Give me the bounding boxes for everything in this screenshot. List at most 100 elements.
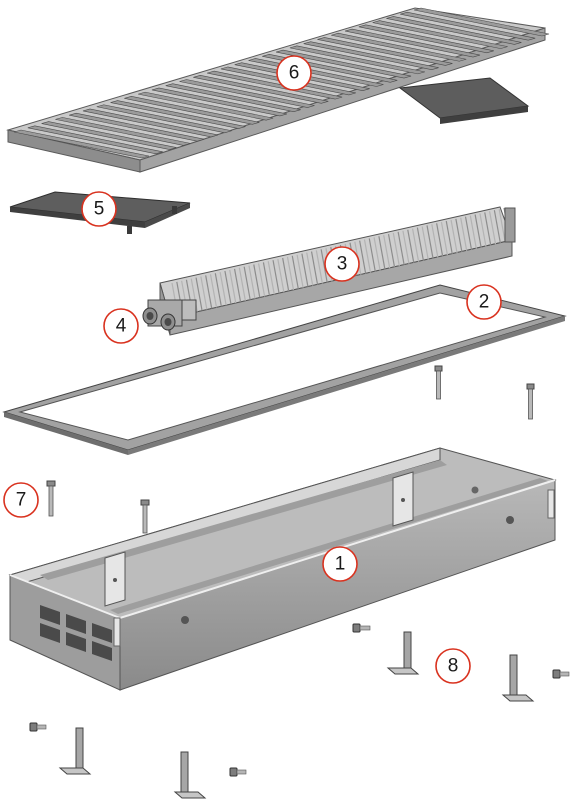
exchanger-fin xyxy=(479,213,487,247)
callout-label: 7 xyxy=(16,490,27,511)
grille-slat xyxy=(358,24,494,54)
grille-slat xyxy=(275,49,412,79)
leveling-screw xyxy=(46,480,56,517)
mounting-bracket-2 xyxy=(501,654,535,702)
exchanger-fin xyxy=(426,225,434,259)
housing-vent-cutouts xyxy=(40,605,112,661)
callout-label: 6 xyxy=(289,63,300,84)
exchanger-fin xyxy=(286,256,295,291)
callout-label: 5 xyxy=(94,199,105,220)
exchanger-fin xyxy=(200,276,208,310)
screw-upper-2 xyxy=(526,383,535,420)
exchanger-fin xyxy=(272,260,280,294)
connection-fittings xyxy=(142,299,197,331)
screw-lower-center xyxy=(140,499,150,534)
exchanger-fin xyxy=(368,238,376,272)
exchanger-fin xyxy=(306,252,314,286)
callout-heat-exchanger: 3 xyxy=(324,246,360,282)
grille-slat xyxy=(193,75,329,104)
exchanger-fin xyxy=(209,274,218,308)
callout-label: 2 xyxy=(479,292,490,313)
grille-slat xyxy=(386,16,522,45)
exchanger-fin xyxy=(310,251,319,285)
exchanger-fin xyxy=(253,264,261,298)
exchanger-fin xyxy=(267,261,275,295)
exchanger-fin xyxy=(421,226,429,260)
exchanger-fin xyxy=(469,215,477,249)
grille-slat xyxy=(344,28,481,58)
grille-slat xyxy=(151,87,288,117)
exchanger-fin xyxy=(359,240,367,274)
mounting-bracket-3 xyxy=(58,727,92,775)
exchanger-fin xyxy=(282,257,290,292)
exchanger-fin xyxy=(493,210,501,244)
grille-slat xyxy=(13,129,150,159)
grille-slat xyxy=(124,96,260,125)
callout-label: 4 xyxy=(116,316,127,337)
exchanger-fin xyxy=(296,254,304,288)
small-screw-1 xyxy=(352,623,371,633)
exchanger-fin xyxy=(262,262,271,296)
grille-slat xyxy=(303,41,439,70)
small-screw-2 xyxy=(552,669,570,679)
grille-slat xyxy=(179,79,315,108)
exchanger-fin xyxy=(392,232,400,267)
grille xyxy=(6,7,550,173)
mounting-bracket-4 xyxy=(173,751,207,799)
exchanger-fin xyxy=(373,237,381,271)
exchanger-fin xyxy=(363,239,372,273)
callout-label: 8 xyxy=(448,656,459,677)
exchanger-fin xyxy=(440,222,449,256)
exchanger-fin xyxy=(238,267,246,301)
exchanger-fin xyxy=(402,230,410,264)
grille-slat xyxy=(413,7,550,37)
exchanger-fin xyxy=(224,270,232,305)
exchanger-fin xyxy=(464,216,473,250)
grille-slat xyxy=(96,104,232,134)
grille-slat xyxy=(317,37,453,66)
grille-slat xyxy=(372,20,508,49)
exchanger-fin xyxy=(383,235,391,269)
exchanger-fin xyxy=(243,266,251,300)
exchanger-fin xyxy=(214,273,222,307)
exchanger-fin xyxy=(474,214,482,248)
mounting-bracket-1 xyxy=(386,631,420,675)
exchanger-fin xyxy=(450,219,458,254)
grille-slat xyxy=(110,100,246,129)
gasket-frame xyxy=(2,284,567,455)
exchanger-fin xyxy=(219,272,227,306)
exchanger-fin xyxy=(229,269,237,304)
exchanger-fin xyxy=(397,231,405,266)
exchanger-fin xyxy=(488,211,497,245)
exchanger-fin xyxy=(205,275,213,309)
grille-slat xyxy=(400,11,536,41)
grille-slat xyxy=(41,121,177,150)
grille-slat xyxy=(55,117,191,146)
callout-leveling-screw: 7 xyxy=(3,482,39,518)
exchanger-fin xyxy=(233,268,242,302)
exchanger-fin xyxy=(416,227,424,261)
housing xyxy=(8,447,557,691)
exchanger-fin xyxy=(431,224,439,258)
callout-gasket-frame: 2 xyxy=(466,284,502,320)
exchanger-fin xyxy=(320,249,328,283)
exchanger-fin xyxy=(484,212,492,246)
exchanger-fin xyxy=(411,228,420,262)
small-screw-4 xyxy=(229,767,247,777)
exchanger-fin xyxy=(378,236,386,270)
exchanger-fin xyxy=(277,258,285,293)
exchanger-fin xyxy=(291,255,299,289)
exchanger-fin xyxy=(301,253,309,287)
grille-slat xyxy=(165,83,301,113)
grille-slat xyxy=(331,32,467,62)
callout-grille: 6 xyxy=(276,55,312,91)
grille-slat xyxy=(138,91,274,121)
callout-housing: 1 xyxy=(322,546,358,582)
grille-slat xyxy=(82,108,219,138)
callout-mounting-bracket: 8 xyxy=(435,648,471,684)
exchanger-fin xyxy=(387,233,396,268)
exchanger-fin xyxy=(460,217,468,251)
exchanger-fin xyxy=(445,220,453,255)
callout-label: 1 xyxy=(335,554,346,575)
